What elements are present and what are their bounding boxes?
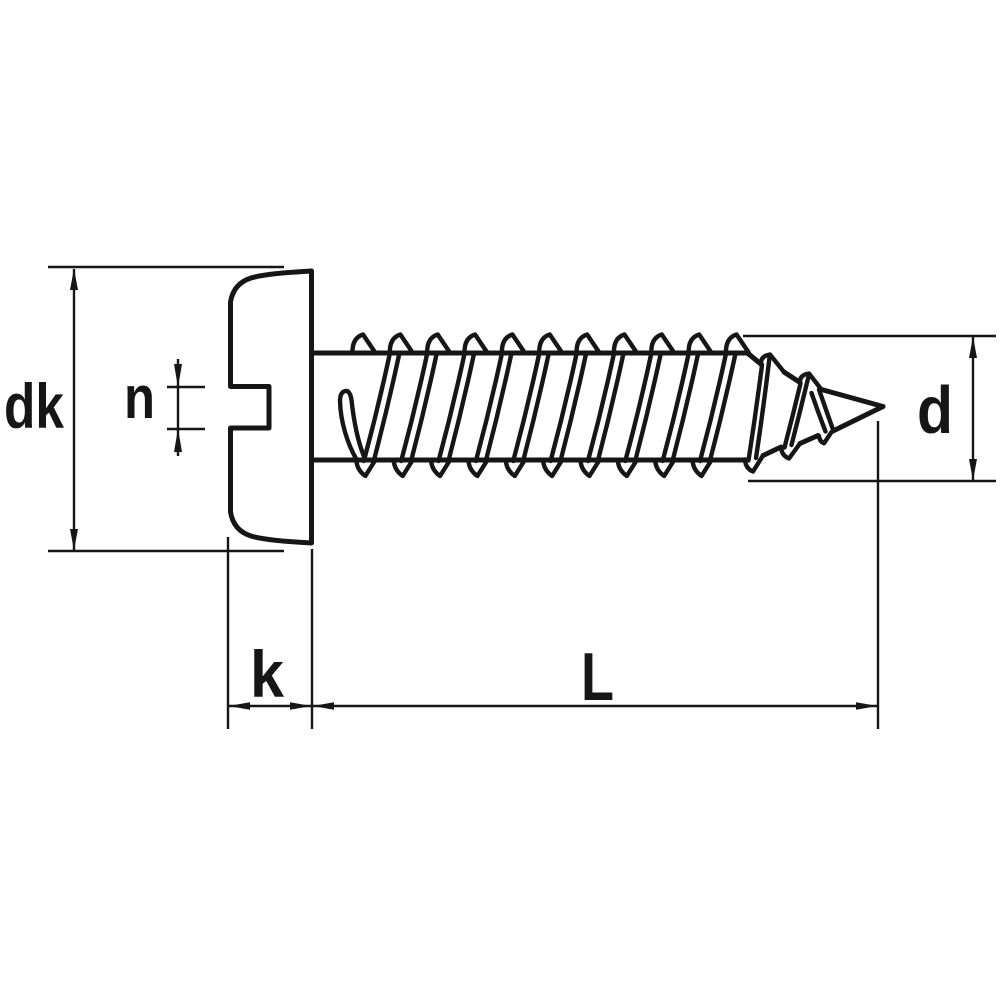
tip-flank-line-1b — [753, 355, 772, 461]
label-d: d — [917, 373, 953, 448]
tip-thread-valley-1 — [742, 453, 766, 474]
dk-arrow-up — [70, 268, 78, 290]
tip-runout-inner — [809, 390, 828, 434]
dk-arrow-down — [70, 529, 78, 551]
label-L: L — [581, 639, 614, 715]
n-arrow-down — [174, 364, 182, 388]
tip-thread-valley-3 — [816, 429, 834, 446]
l-arrow-right — [856, 702, 878, 710]
n-arrow-up — [174, 428, 182, 452]
tip-bottom-root-2 — [797, 433, 821, 446]
tip-thread-crest-2 — [797, 371, 824, 392]
screw-head — [228, 268, 314, 546]
k-arrow-right — [290, 702, 312, 710]
l-arrow-left — [312, 702, 334, 710]
tip-top-root-2 — [781, 369, 803, 385]
dimension-extension-lines — [48, 265, 996, 729]
label-dk: dk — [4, 372, 65, 442]
tip-thread-crest-1 — [758, 352, 787, 375]
thread-runout-near-head — [337, 388, 367, 462]
tip-runout-outer — [816, 387, 836, 432]
tip-bottom-root-1 — [760, 444, 784, 458]
label-k: k — [250, 637, 284, 711]
thread-crest — [352, 335, 375, 354]
tip-bottom-root-3 — [830, 404, 886, 434]
dimension-arrowheads — [70, 268, 977, 710]
dimension-lines — [72, 269, 975, 708]
thread-pattern — [337, 335, 836, 477]
dimension-labels: dk n d k L — [4, 364, 953, 715]
label-n: n — [124, 364, 155, 431]
tip-flank-line-1a — [746, 362, 765, 463]
screw-body — [228, 268, 886, 546]
d-arrow-down — [969, 459, 977, 481]
tip-flank-line-2a — [782, 381, 803, 450]
tip-flank-line-2b — [789, 374, 811, 448]
tip-thread-valley-2 — [778, 441, 803, 461]
k-arrow-left — [228, 702, 250, 710]
thread-unit — [693, 335, 750, 477]
d-arrow-up — [969, 336, 977, 358]
tip-top-root-3 — [819, 387, 886, 409]
